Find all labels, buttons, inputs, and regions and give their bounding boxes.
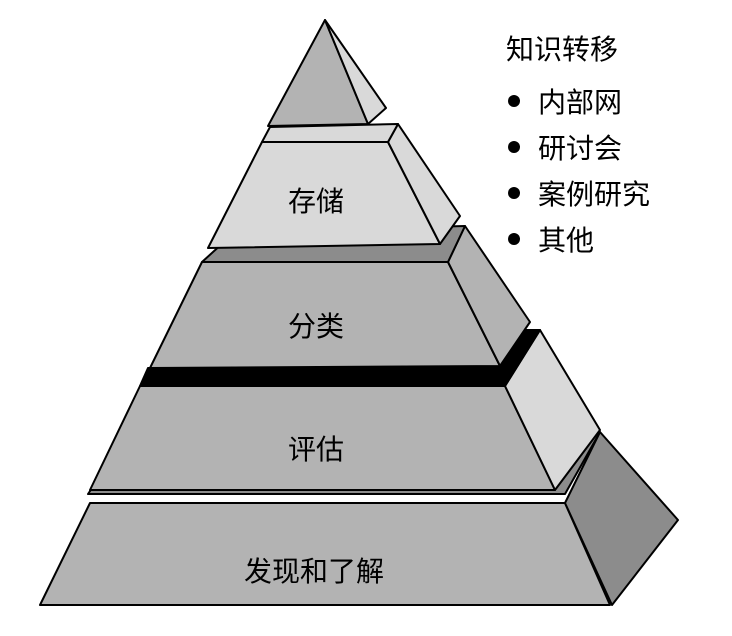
legend-item: 研讨会 <box>494 124 650 170</box>
bullet-icon <box>508 141 520 153</box>
tier-discover-side <box>564 431 679 606</box>
bullet-icon <box>508 233 520 245</box>
tier-label-classify: 分类 <box>287 310 345 343</box>
legend: 知识转移 内部网 研讨会 案例研究 其他 <box>494 30 650 262</box>
legend-item-label: 其他 <box>538 224 595 257</box>
legend-title: 知识转移 <box>506 33 619 66</box>
legend-list: 内部网 研讨会 案例研究 其他 <box>494 78 650 262</box>
tier-label-storage: 存储 <box>287 185 345 218</box>
legend-item: 内部网 <box>494 78 650 124</box>
legend-item-label: 研讨会 <box>538 132 623 165</box>
bullet-icon <box>508 187 520 199</box>
legend-item-label: 内部网 <box>538 86 623 119</box>
bullet-icon <box>508 95 520 107</box>
tier-storage-top-ledge <box>261 123 399 143</box>
legend-item-label: 案例研究 <box>538 178 651 211</box>
tier-label-evaluate: 评估 <box>287 433 345 466</box>
legend-item: 其他 <box>494 216 650 262</box>
tier-label-discover: 发现和了解 <box>243 555 385 588</box>
legend-item: 案例研究 <box>494 170 650 216</box>
apex-side <box>324 19 387 125</box>
